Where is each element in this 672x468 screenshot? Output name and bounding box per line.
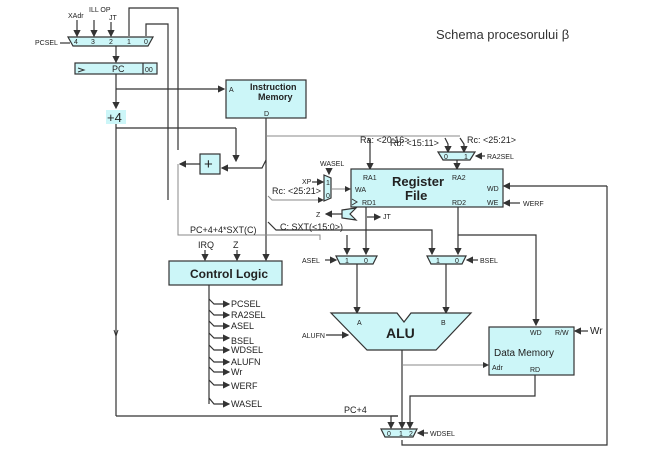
pcsel-label: PCSEL [35, 40, 58, 47]
bsel-input-0: 0 [455, 258, 459, 265]
bsel-label: BSEL [480, 258, 498, 265]
control-logic [168, 260, 283, 286]
ctrl-out-alufn: ALUFN [231, 357, 261, 367]
control-logic-label: Control Logic [190, 267, 268, 281]
wdsel-input-0: 0 [387, 431, 391, 438]
field-rc-left: Rc: <25:21> [272, 186, 321, 196]
pc4-label: PC+4 [344, 405, 367, 415]
irq-label: IRQ [198, 240, 214, 250]
pcsel-input-3: 3 [91, 39, 95, 46]
pcsel-input-1: 1 [127, 39, 131, 46]
pc-label: PC [112, 64, 125, 74]
ctrl-out-ra2sel: RA2SEL [231, 310, 266, 320]
regfile-label-2: File [405, 188, 427, 203]
adder-label: + [204, 156, 213, 173]
regfile-port-rd2: RD2 [452, 200, 466, 207]
pcsel-input-4: 4 [74, 39, 78, 46]
ctrl-out-wdsel: WDSEL [231, 345, 263, 355]
imem-port-a: A [229, 87, 234, 94]
field-rc-top: Rc: <25:21> [467, 135, 516, 145]
asel-label: ASEL [302, 258, 320, 265]
pcsel-input-0: 0 [144, 39, 148, 46]
zero-detect [341, 207, 358, 221]
wdsel-input-1: 1 [399, 431, 403, 438]
regfile-port-ra1: RA1 [363, 175, 377, 182]
asel-mux [335, 255, 378, 265]
alu [329, 312, 473, 351]
ra2sel-input-1: 1 [464, 154, 468, 161]
xp-label: XP [302, 179, 312, 186]
ctrl-out-wasel: WASEL [231, 399, 262, 409]
dmem-port-rw: R/W [555, 330, 569, 337]
regfile-port-we: WE [487, 200, 499, 207]
regfile-port-wd: WD [487, 186, 499, 193]
illop-label: ILL OP [89, 7, 111, 14]
control-outputs: PCSEL RA2SEL ASEL BSEL WDSEL ALUFN Wr WE… [208, 298, 266, 409]
ctrl-out-bsel: BSEL [231, 336, 254, 346]
asel-input-0: 0 [364, 258, 368, 265]
wasel-input-1: 1 [326, 180, 330, 187]
alu-label: ALU [386, 325, 415, 341]
imem-label-2: Memory [258, 92, 293, 102]
ctrl-out-wr: Wr [231, 367, 242, 377]
field-sxt: C: SXT(<15:0>) [280, 222, 343, 232]
wasel-label: WASEL [320, 161, 344, 168]
z-output-label: Z [316, 212, 321, 219]
imem-port-d: D [264, 111, 269, 118]
wdsel-mux [380, 428, 418, 438]
jt-output-label: JT [383, 214, 392, 221]
plus4-block [106, 110, 126, 124]
imem-label-1: Instruction [250, 82, 297, 92]
dmem-label: Data Memory [494, 348, 554, 359]
dmem-wr-label: Wr [590, 326, 603, 337]
alufn-label: ALUFN [302, 333, 325, 340]
wasel-input-0: 0 [326, 193, 330, 200]
regfile-port-wa: WA [355, 187, 366, 194]
alu-port-b: B [441, 320, 446, 327]
register-file [350, 168, 504, 208]
pc-suffix: 00 [145, 67, 153, 74]
regfile-label-1: Register [392, 174, 444, 189]
ctrl-out-werf: WERF [231, 381, 258, 391]
asel-input-1: 1 [345, 258, 349, 265]
wasel-mux [323, 174, 332, 202]
instruction-memory [225, 79, 307, 119]
dmem-port-rd: RD [530, 367, 540, 374]
ctrl-out-pcsel: PCSEL [231, 299, 261, 309]
pcsel-input-2: 2 [109, 39, 113, 46]
ctrl-z-label: Z [233, 240, 239, 250]
regfile-port-rd1: RD1 [362, 200, 376, 207]
wdsel-label: WDSEL [430, 431, 455, 438]
jt-input-label: JT [109, 15, 118, 22]
data-memory [488, 326, 575, 376]
xadr-label: XAdr [68, 13, 84, 20]
branch-target-label: PC+4+4*SXT(C) [190, 225, 257, 235]
regfile-port-ra2: RA2 [452, 175, 466, 182]
werf-input-label: WERF [523, 201, 544, 208]
ra2sel-label: RA2SEL [487, 154, 514, 161]
plus4-label: +4 [107, 110, 122, 125]
field-rb: Rb: <15:11> [390, 138, 439, 148]
bsel-input-1: 1 [436, 258, 440, 265]
wdsel-input-2: 2 [409, 431, 413, 438]
bsel-mux [426, 255, 467, 265]
ra2sel-input-0: 0 [444, 154, 448, 161]
dmem-port-adr: Adr [492, 365, 504, 372]
diagram-title: Schema procesorului β [436, 27, 569, 42]
ctrl-out-asel: ASEL [231, 321, 254, 331]
alu-port-a: A [357, 320, 362, 327]
dmem-port-wd: WD [530, 330, 542, 337]
ra2sel-mux [436, 151, 477, 161]
pcsel-mux: 4 3 2 1 0 [66, 36, 155, 47]
field-ra: Ra: <20:16> [360, 135, 410, 145]
